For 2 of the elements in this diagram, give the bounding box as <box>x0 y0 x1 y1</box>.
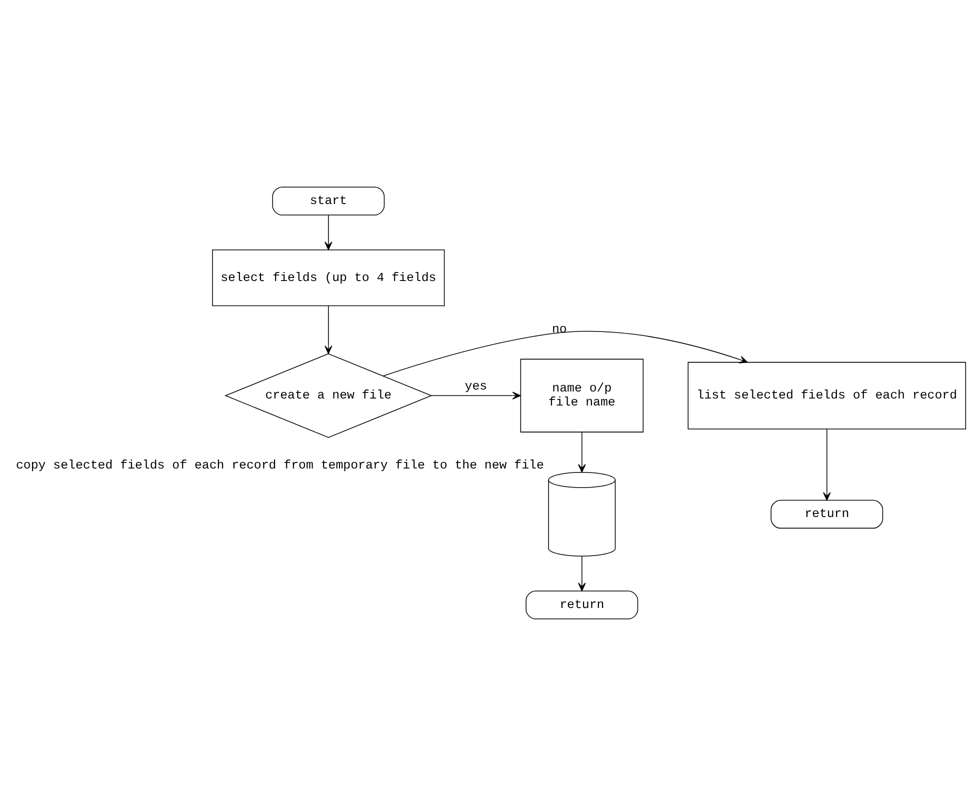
node-label: copy selected fields of each record from temporary file to the new file <box>16 458 544 472</box>
edge-label: yes <box>464 379 488 394</box>
